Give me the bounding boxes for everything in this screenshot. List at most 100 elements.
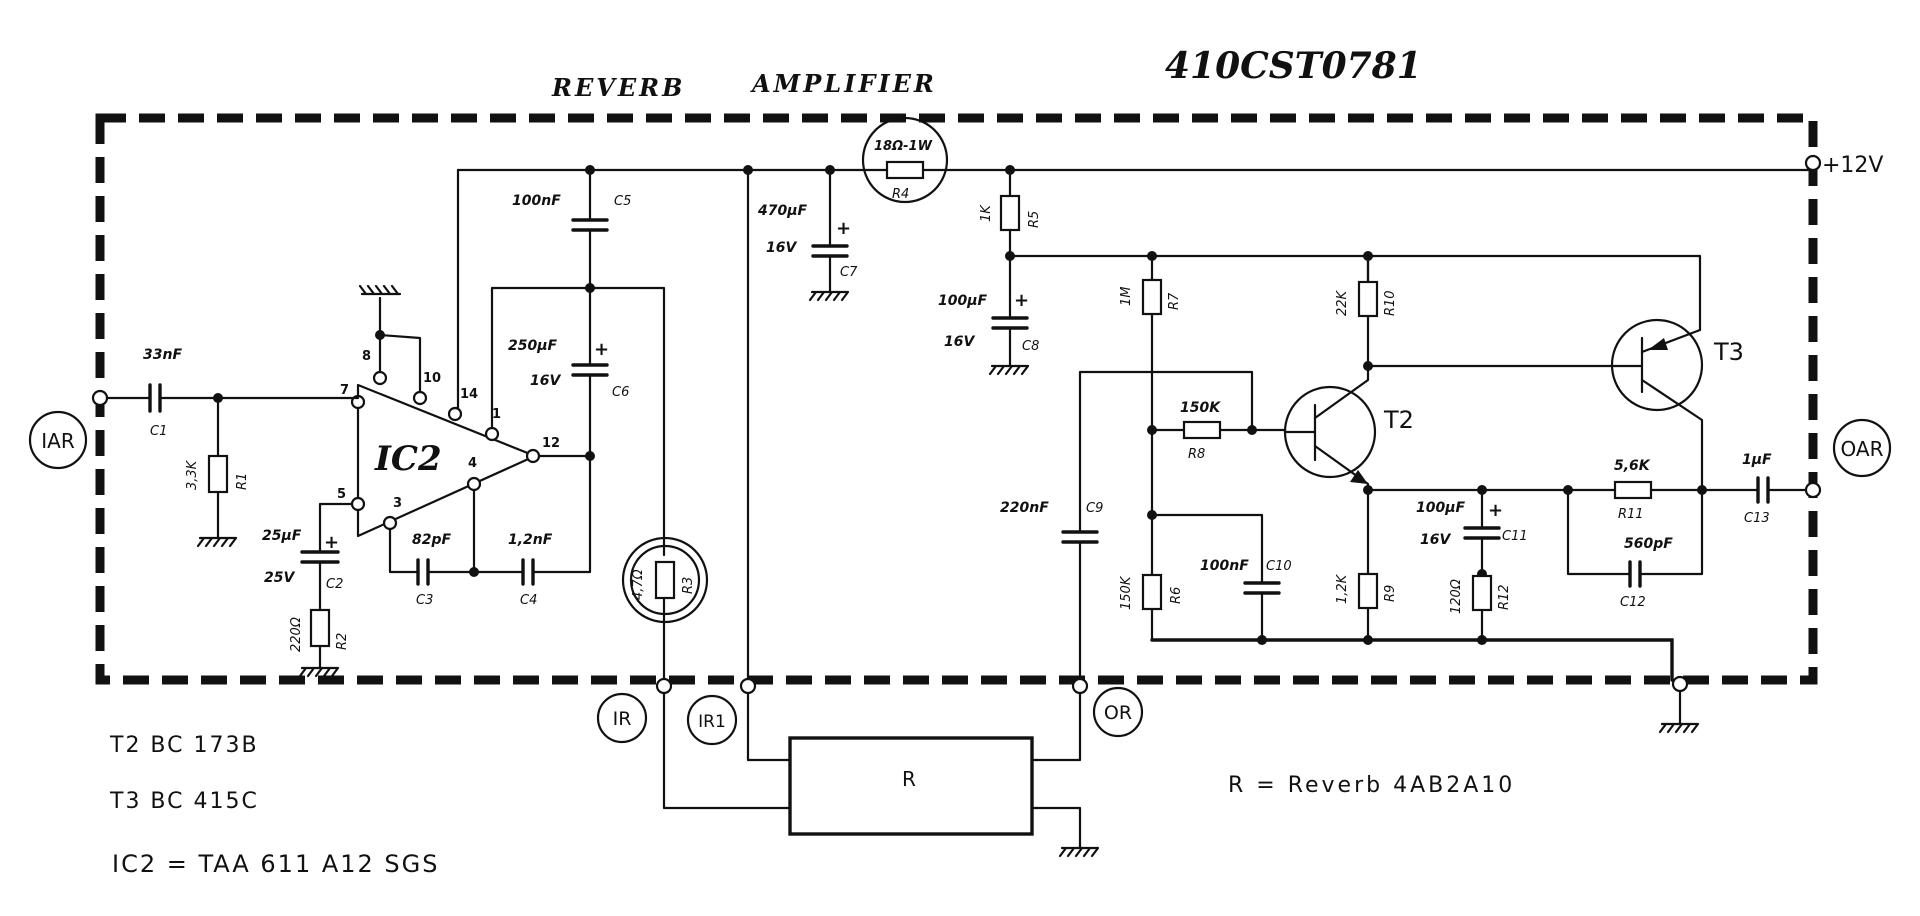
svg-text:+: + (324, 532, 339, 553)
c8-ref: C8 (1022, 339, 1039, 354)
c2-voltage: 25V (264, 570, 295, 586)
c10-ref: C10 (1266, 559, 1292, 574)
resistor-r3 (654, 560, 676, 600)
c2-value: 25µF (262, 528, 302, 544)
c7-ref: C7 (840, 265, 858, 280)
legend-ic: IC2 = TAA 611 A12 SGS (112, 850, 440, 878)
r10-value: 22K (1335, 289, 1350, 316)
r1-value: 3,3K (185, 459, 200, 490)
reverb-unit (788, 736, 1034, 836)
supply-label: +12V (1822, 153, 1883, 178)
c7-value: 470µF (757, 203, 808, 219)
ground-main (1658, 722, 1700, 734)
title-amplifier: AMPLIFIER (750, 69, 937, 98)
r6-value: 150K (1119, 575, 1134, 610)
c2-ref: C2 (326, 577, 343, 592)
c12-ref: C12 (1620, 595, 1646, 610)
capacitor-c4 (521, 558, 535, 586)
c11-value: 100µF (1416, 500, 1466, 516)
r8-value: 150K (1180, 400, 1221, 416)
c9-value: 220nF (1000, 500, 1049, 516)
terminal-or-badge (1092, 686, 1144, 738)
ground-c7 (808, 290, 850, 302)
c4-ref: C4 (520, 593, 537, 608)
r4-ref: R4 (892, 187, 909, 202)
resistor-r9 (1357, 572, 1379, 610)
ic2-pin-10: 10 (423, 371, 441, 386)
ground-bus (1150, 638, 1674, 682)
r11-ref: R11 (1618, 507, 1644, 522)
c1-ref: C1 (150, 424, 167, 439)
r4-highlight (861, 116, 949, 204)
ic2-pin-14: 14 (460, 387, 478, 402)
r4-value: 18Ω-1W (874, 139, 933, 154)
resistor-r5 (999, 194, 1021, 232)
resistor-r10 (1357, 280, 1379, 318)
ic2-pin-5: 5 (337, 487, 346, 502)
ground-r1 (196, 536, 238, 548)
r9-ref: R9 (1383, 585, 1398, 602)
c6-ref: C6 (612, 385, 629, 400)
c13-ref: C13 (1744, 511, 1770, 526)
r3-ref: R3 (681, 577, 696, 594)
ic2-pin-7: 7 (340, 383, 349, 398)
resistor-r4 (885, 160, 925, 180)
capacitor-c6 (571, 363, 609, 377)
c11-voltage: 16V (1420, 532, 1451, 548)
c4-value: 1,2nF (508, 532, 553, 548)
r12-value: 120Ω (1449, 579, 1464, 614)
terminal-oar-pin (1804, 481, 1822, 499)
c6-value: 250µF (508, 338, 558, 354)
svg-text:+: + (1014, 290, 1029, 311)
resistor-r8 (1182, 420, 1222, 440)
c7-voltage: 16V (766, 240, 797, 256)
c5-value: 100nF (512, 193, 561, 209)
c8-value: 100µF (938, 293, 988, 309)
r8-ref: R8 (1188, 447, 1205, 462)
r10-ref: R10 (1383, 290, 1398, 316)
capacitor-c8 (991, 316, 1029, 330)
resistor-r2 (309, 608, 331, 648)
resistor-r7 (1141, 278, 1163, 316)
capacitor-c5 (571, 218, 609, 232)
c12-value: 560pF (1624, 536, 1673, 552)
terminal-iar-pin (91, 389, 109, 407)
resistor-r1 (207, 454, 229, 494)
ground-ic-pin8 (358, 284, 402, 296)
resistor-r11 (1613, 480, 1653, 500)
c6-voltage: 16V (530, 373, 561, 389)
document-number: 410CST0781 (1165, 45, 1422, 87)
capacitor-c1 (148, 383, 162, 413)
c10-value: 100nF (1200, 558, 1249, 574)
transistor-t3 (1610, 318, 1704, 412)
svg-text:+: + (836, 218, 851, 239)
r3-value: 4,7Ω (631, 569, 646, 600)
capacitor-c10 (1243, 581, 1281, 595)
ic2-label: IC2 (374, 439, 442, 479)
terminal-iar-badge (28, 410, 88, 470)
terminal-ir1-label: IR1 (698, 712, 726, 732)
resistor-r6 (1141, 573, 1163, 611)
terminal-or-label: OR (1104, 702, 1132, 724)
r2-ref: R2 (335, 633, 350, 650)
terminal-oar-badge (1832, 418, 1892, 478)
r1-ref: R1 (235, 473, 250, 490)
legend-reverb: R = Reverb 4AB2A10 (1228, 773, 1515, 798)
terminal-ir1-badge (686, 694, 738, 746)
reverb-unit-label: R (902, 767, 916, 791)
c3-value: 82pF (412, 532, 452, 548)
r5-value: 1K (979, 204, 994, 222)
t3-label: T3 (1713, 338, 1744, 366)
r11-value: 5,6K (1614, 458, 1651, 474)
c8-voltage: 16V (944, 334, 975, 350)
legend-t3: T3 BC 415C (109, 789, 259, 814)
r5-ref: R5 (1027, 211, 1042, 228)
ground-r2 (298, 666, 340, 678)
c11-ref: C11 (1502, 529, 1528, 544)
c5-ref: C5 (614, 194, 631, 209)
terminal-ir-badge (596, 692, 648, 744)
title-reverb: REVERB (551, 73, 685, 102)
svg-text:+: + (1488, 500, 1503, 521)
ground-reverb (1058, 846, 1100, 858)
